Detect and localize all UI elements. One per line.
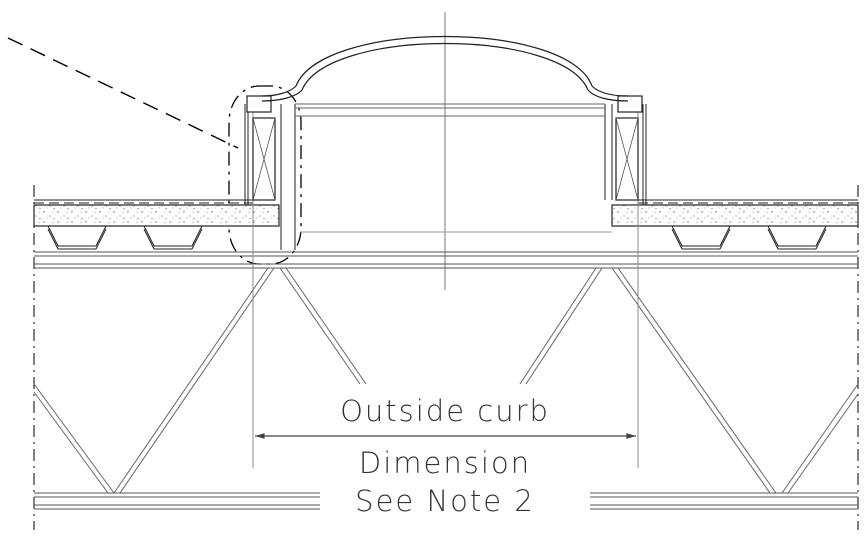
roof-deck-left xyxy=(33,199,280,250)
dimension-label-outside-curb: Outside curb xyxy=(334,397,556,426)
curb-left xyxy=(244,95,296,250)
joist-top-chord xyxy=(34,251,858,269)
curb-right xyxy=(604,95,647,205)
detail-leader-line xyxy=(7,37,239,149)
joist-bottom-chord xyxy=(34,492,858,510)
detail-callout-outline xyxy=(228,85,302,265)
skylight-dome xyxy=(261,35,629,102)
skylight-frame xyxy=(295,103,605,117)
dimension-label-dimension: Dimension xyxy=(352,449,538,478)
dimension-label-see-note: See Note 2 xyxy=(349,487,541,516)
roof-deck-right xyxy=(611,199,859,250)
